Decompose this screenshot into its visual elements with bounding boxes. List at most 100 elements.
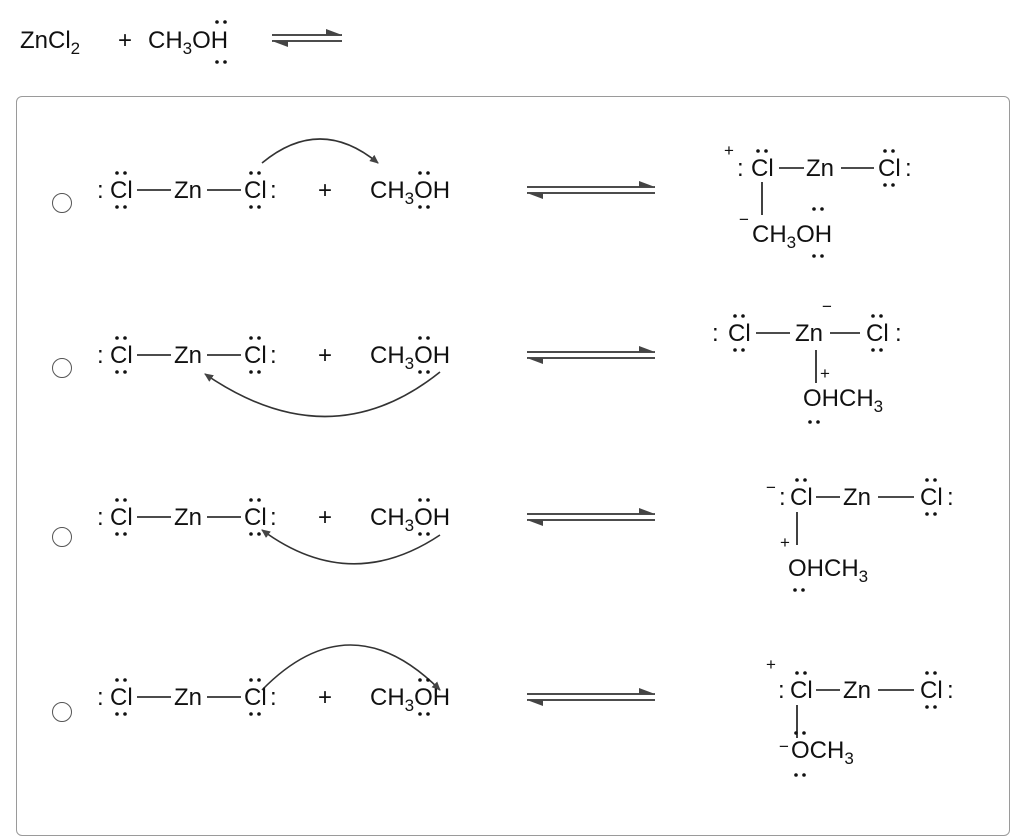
chlorine-atom: Cl [920, 677, 943, 704]
methanol-formula: CH3OH [148, 27, 228, 58]
lone-pair-dot [925, 705, 929, 709]
lone-pair-dot [215, 20, 219, 24]
chlorine-atom: Cl [790, 484, 813, 511]
methanol-formula: CH3OH [370, 684, 450, 715]
lone-pair-dot [871, 314, 875, 318]
curved-arrow-c [261, 529, 441, 565]
option-d-radio[interactable] [52, 702, 72, 722]
lone-pair-dot [795, 478, 799, 482]
lone-pair-dot [426, 205, 430, 209]
lone-pair-dot [249, 678, 253, 682]
colon: : [947, 484, 954, 511]
chlorine-atom: Cl [751, 155, 774, 182]
colon: : [895, 320, 902, 347]
minus-charge: − [779, 737, 789, 756]
equilibrium-arrow-c-head [639, 508, 655, 514]
lone-pair-dot [418, 678, 422, 682]
colon: : [779, 484, 786, 511]
lone-pair-dot [426, 370, 430, 374]
colon: : [270, 177, 277, 204]
lone-pair-dot [879, 314, 883, 318]
header-equilibrium-arrow-head [272, 41, 288, 47]
lone-pair-dot [733, 348, 737, 352]
lone-pair-dot [115, 205, 119, 209]
lone-pair-dot [123, 678, 127, 682]
colon: : [97, 504, 104, 531]
zinc-atom: Zn [843, 677, 871, 704]
lone-pair-dot [249, 336, 253, 340]
lone-pair-dot [418, 171, 422, 175]
lone-pair-dot [891, 149, 895, 153]
colon: : [97, 342, 104, 369]
lone-pair-dot [803, 671, 807, 675]
methanol-formula: CH3OH [752, 221, 832, 252]
lone-pair-dot [418, 498, 422, 502]
chlorine-atom: Cl [110, 342, 133, 369]
lone-pair-dot [257, 205, 261, 209]
header-equilibrium-arrow-head [326, 29, 342, 35]
chlorine-atom: Cl [110, 504, 133, 531]
lone-pair-dot [123, 205, 127, 209]
option-c-radio[interactable] [52, 527, 72, 547]
lone-pair-dot [426, 336, 430, 340]
lone-pair-dot [249, 712, 253, 716]
lone-pair-dot [883, 183, 887, 187]
minus-charge: − [739, 210, 749, 229]
colon: : [270, 342, 277, 369]
lone-pair-dot [257, 498, 261, 502]
lone-pair-dot [418, 370, 422, 374]
lone-pair-dot [933, 478, 937, 482]
lone-pair-dot [891, 183, 895, 187]
plus-sign: + [118, 27, 132, 54]
colon: : [778, 677, 785, 704]
methanol-formula: CH3OH [370, 177, 450, 208]
zinc-atom: Zn [174, 504, 202, 531]
minus-charge: − [766, 478, 776, 497]
curved-arrow-d [261, 644, 441, 691]
lone-pair-dot [741, 348, 745, 352]
lone-pair-dot [257, 678, 261, 682]
curved-arrow-b [204, 371, 441, 418]
colon: : [905, 155, 912, 182]
lone-pair-dot [925, 671, 929, 675]
zncl2-formula: ZnCl2 [20, 27, 80, 58]
lone-pair-dot [816, 420, 820, 424]
lone-pair-dot [426, 712, 430, 716]
lone-pair-dot [249, 498, 253, 502]
lone-pair-dot [123, 498, 127, 502]
chlorine-atom: Cl [790, 677, 813, 704]
lone-pair-dot [803, 478, 807, 482]
lone-pair-dot [820, 207, 824, 211]
lone-pair-dot [793, 588, 797, 592]
lone-pair-dot [883, 149, 887, 153]
lone-pair-dot [123, 171, 127, 175]
lone-pair-dot [115, 336, 119, 340]
lone-pair-dot [933, 671, 937, 675]
lone-pair-dot [223, 60, 227, 64]
chlorine-atom: Cl [244, 177, 267, 204]
ohch3-formula: OHCH3 [803, 385, 883, 416]
lone-pair-dot [795, 671, 799, 675]
lone-pair-dot [426, 532, 430, 536]
zinc-atom: Zn [174, 177, 202, 204]
zinc-atom: Zn [174, 684, 202, 711]
colon: : [270, 504, 277, 531]
option-a-radio[interactable] [52, 193, 72, 213]
plus-charge: + [766, 655, 776, 674]
lone-pair-dot [123, 370, 127, 374]
option-b-radio[interactable] [52, 358, 72, 378]
ohch3-formula: OHCH3 [788, 555, 868, 586]
colon: : [947, 677, 954, 704]
equilibrium-arrow-b-head [527, 358, 543, 364]
lone-pair-dot [812, 207, 816, 211]
plus-charge: + [780, 533, 790, 552]
lone-pair-dot [820, 254, 824, 258]
lone-pair-dot [115, 171, 119, 175]
colon: : [97, 177, 104, 204]
chlorine-atom: Cl [866, 320, 889, 347]
chlorine-atom: Cl [244, 684, 267, 711]
curved-arrow-a [261, 138, 379, 164]
lone-pair-dot [812, 254, 816, 258]
equilibrium-arrow-a-head [527, 193, 543, 199]
